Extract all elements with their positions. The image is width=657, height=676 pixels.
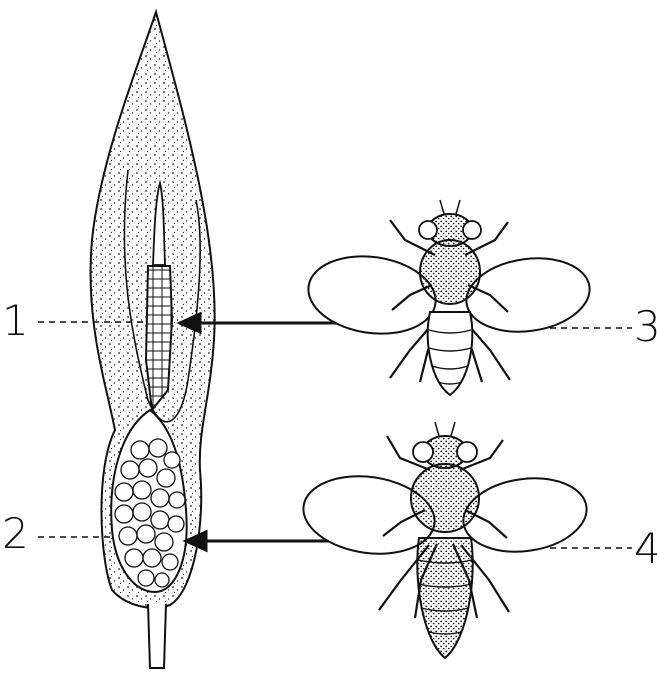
label-3: 3 xyxy=(634,306,657,348)
fly-upper xyxy=(303,200,594,395)
fly-lower-thorax xyxy=(411,464,479,532)
fly-upper-left-eye xyxy=(419,221,437,239)
fly-upper-thorax xyxy=(420,240,480,304)
fly-lower-right-wing xyxy=(459,471,592,560)
fly-upper-left-wing xyxy=(303,248,440,341)
fly-upper-abdomen xyxy=(428,312,472,395)
spadix-male-zone xyxy=(146,266,172,410)
fly-lower-left-eye xyxy=(413,442,433,462)
fly-upper-right-wing xyxy=(462,251,595,340)
peduncle xyxy=(148,604,166,668)
label-4: 4 xyxy=(634,528,657,570)
fly-lower-right-eye xyxy=(457,442,477,462)
fly-lower-abdomen xyxy=(417,538,472,658)
arum-inflorescence xyxy=(91,12,215,668)
label-1: 1 xyxy=(2,300,29,342)
fly-lower xyxy=(298,422,591,658)
label-2: 2 xyxy=(2,513,29,555)
fly-upper-right-eye xyxy=(463,221,481,239)
